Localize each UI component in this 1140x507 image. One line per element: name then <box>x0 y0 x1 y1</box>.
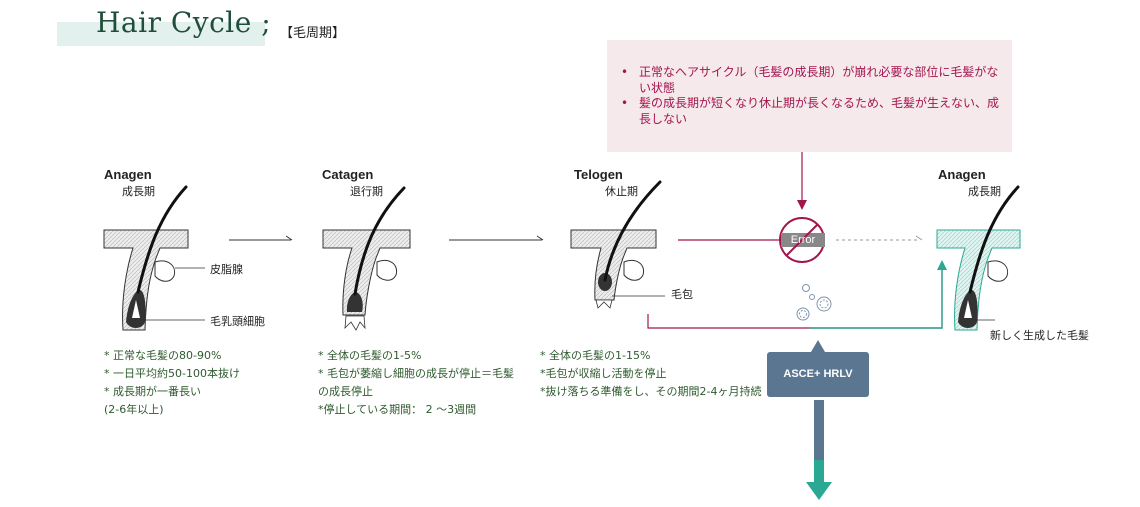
title-highlight <box>57 22 265 46</box>
arrow-anagen-to-catagen <box>229 235 293 241</box>
label-new-hair: 新しく生成した毛髪 <box>990 329 1089 342</box>
note-line: *毛包が収縮し活動を停止 <box>540 367 667 380</box>
note-line: の成長停止 <box>318 385 373 398</box>
label-hair-follicle: 毛包 <box>671 288 693 301</box>
note-line: * 一日平均約50-100本抜け <box>104 367 240 380</box>
note-line: * 毛包が萎縮し細胞の成長が停止＝毛髪 <box>318 367 514 380</box>
treatment-up-arrow <box>811 340 825 352</box>
arrow-catagen-to-telogen <box>449 235 544 241</box>
stage-anagen-jp: 成長期 <box>122 185 155 198</box>
stage-telogen-jp: 休止期 <box>605 185 638 198</box>
label-dermal-papilla: 毛乳頭細胞 <box>210 315 265 328</box>
stage-catagen-jp: 退行期 <box>350 185 383 198</box>
note-line: *抜け落ちる準備をし、その期間2-4ヶ月持続 <box>540 385 762 398</box>
note-line: * 全体の毛髪の1-5% <box>318 349 422 362</box>
stage-new-anagen-title: Anagen <box>938 167 986 182</box>
treatment-down-arrow <box>806 400 832 500</box>
error-prohibit-icon <box>779 217 825 263</box>
page-title: Hair Cycle ; <box>96 6 272 39</box>
follicle-telogen <box>570 180 665 309</box>
error-note-list: 正常なヘアサイクル（毛髪の成長期）が崩れ必要な部位に毛髪がない状態 髪の成長期が… <box>619 65 1004 127</box>
page-subtitle: 【毛周期】 <box>280 26 346 41</box>
note-line: * 正常な毛髪の80-90% <box>104 349 222 362</box>
error-path <box>678 152 923 241</box>
bubbles-icon <box>796 284 832 321</box>
notes-telogen: * 全体の毛髪の1-15% *毛包が収縮し活動を停止 *抜け落ちる準備をし、その… <box>540 347 761 401</box>
note-line: *停止している期間： 2 ～3週間 <box>318 403 477 416</box>
stage-new-anagen-jp: 成長期 <box>968 185 1001 198</box>
treatment-box: ASCE+ HRLV <box>767 352 869 397</box>
stage-anagen-title: Anagen <box>104 167 152 182</box>
note-line: * 全体の毛髪の1-15% <box>540 349 651 362</box>
stage-catagen-title: Catagen <box>322 167 374 182</box>
recovery-path <box>647 260 947 329</box>
notes-catagen: * 全体の毛髪の1-5% * 毛包が萎縮し細胞の成長が停止＝毛髪 の成長停止 *… <box>318 347 514 419</box>
follicle-new-anagen <box>936 185 1021 331</box>
notes-anagen: * 正常な毛髪の80-90% * 一日平均約50-100本抜け * 成長期が一番… <box>104 347 240 419</box>
stage-telogen-title: Telogen <box>574 167 623 182</box>
note-line: (2-6年以上) <box>104 403 164 416</box>
error-badge-label: Error <box>790 234 816 246</box>
label-sebaceous-gland: 皮脂腺 <box>210 263 243 276</box>
note-line: * 成長期が一番長い <box>104 385 201 398</box>
error-note-item: 髪の成長期が短くなり休止期が長くなるため、毛髪が生えない、成長しない <box>619 96 1004 127</box>
error-note-item: 正常なヘアサイクル（毛髪の成長期）が崩れ必要な部位に毛髪がない状態 <box>619 65 1004 96</box>
follicle-catagen <box>322 186 411 331</box>
follicle-anagen <box>103 185 205 331</box>
error-note-box: 正常なヘアサイクル（毛髪の成長期）が崩れ必要な部位に毛髪がない状態 髪の成長期が… <box>607 40 1012 152</box>
